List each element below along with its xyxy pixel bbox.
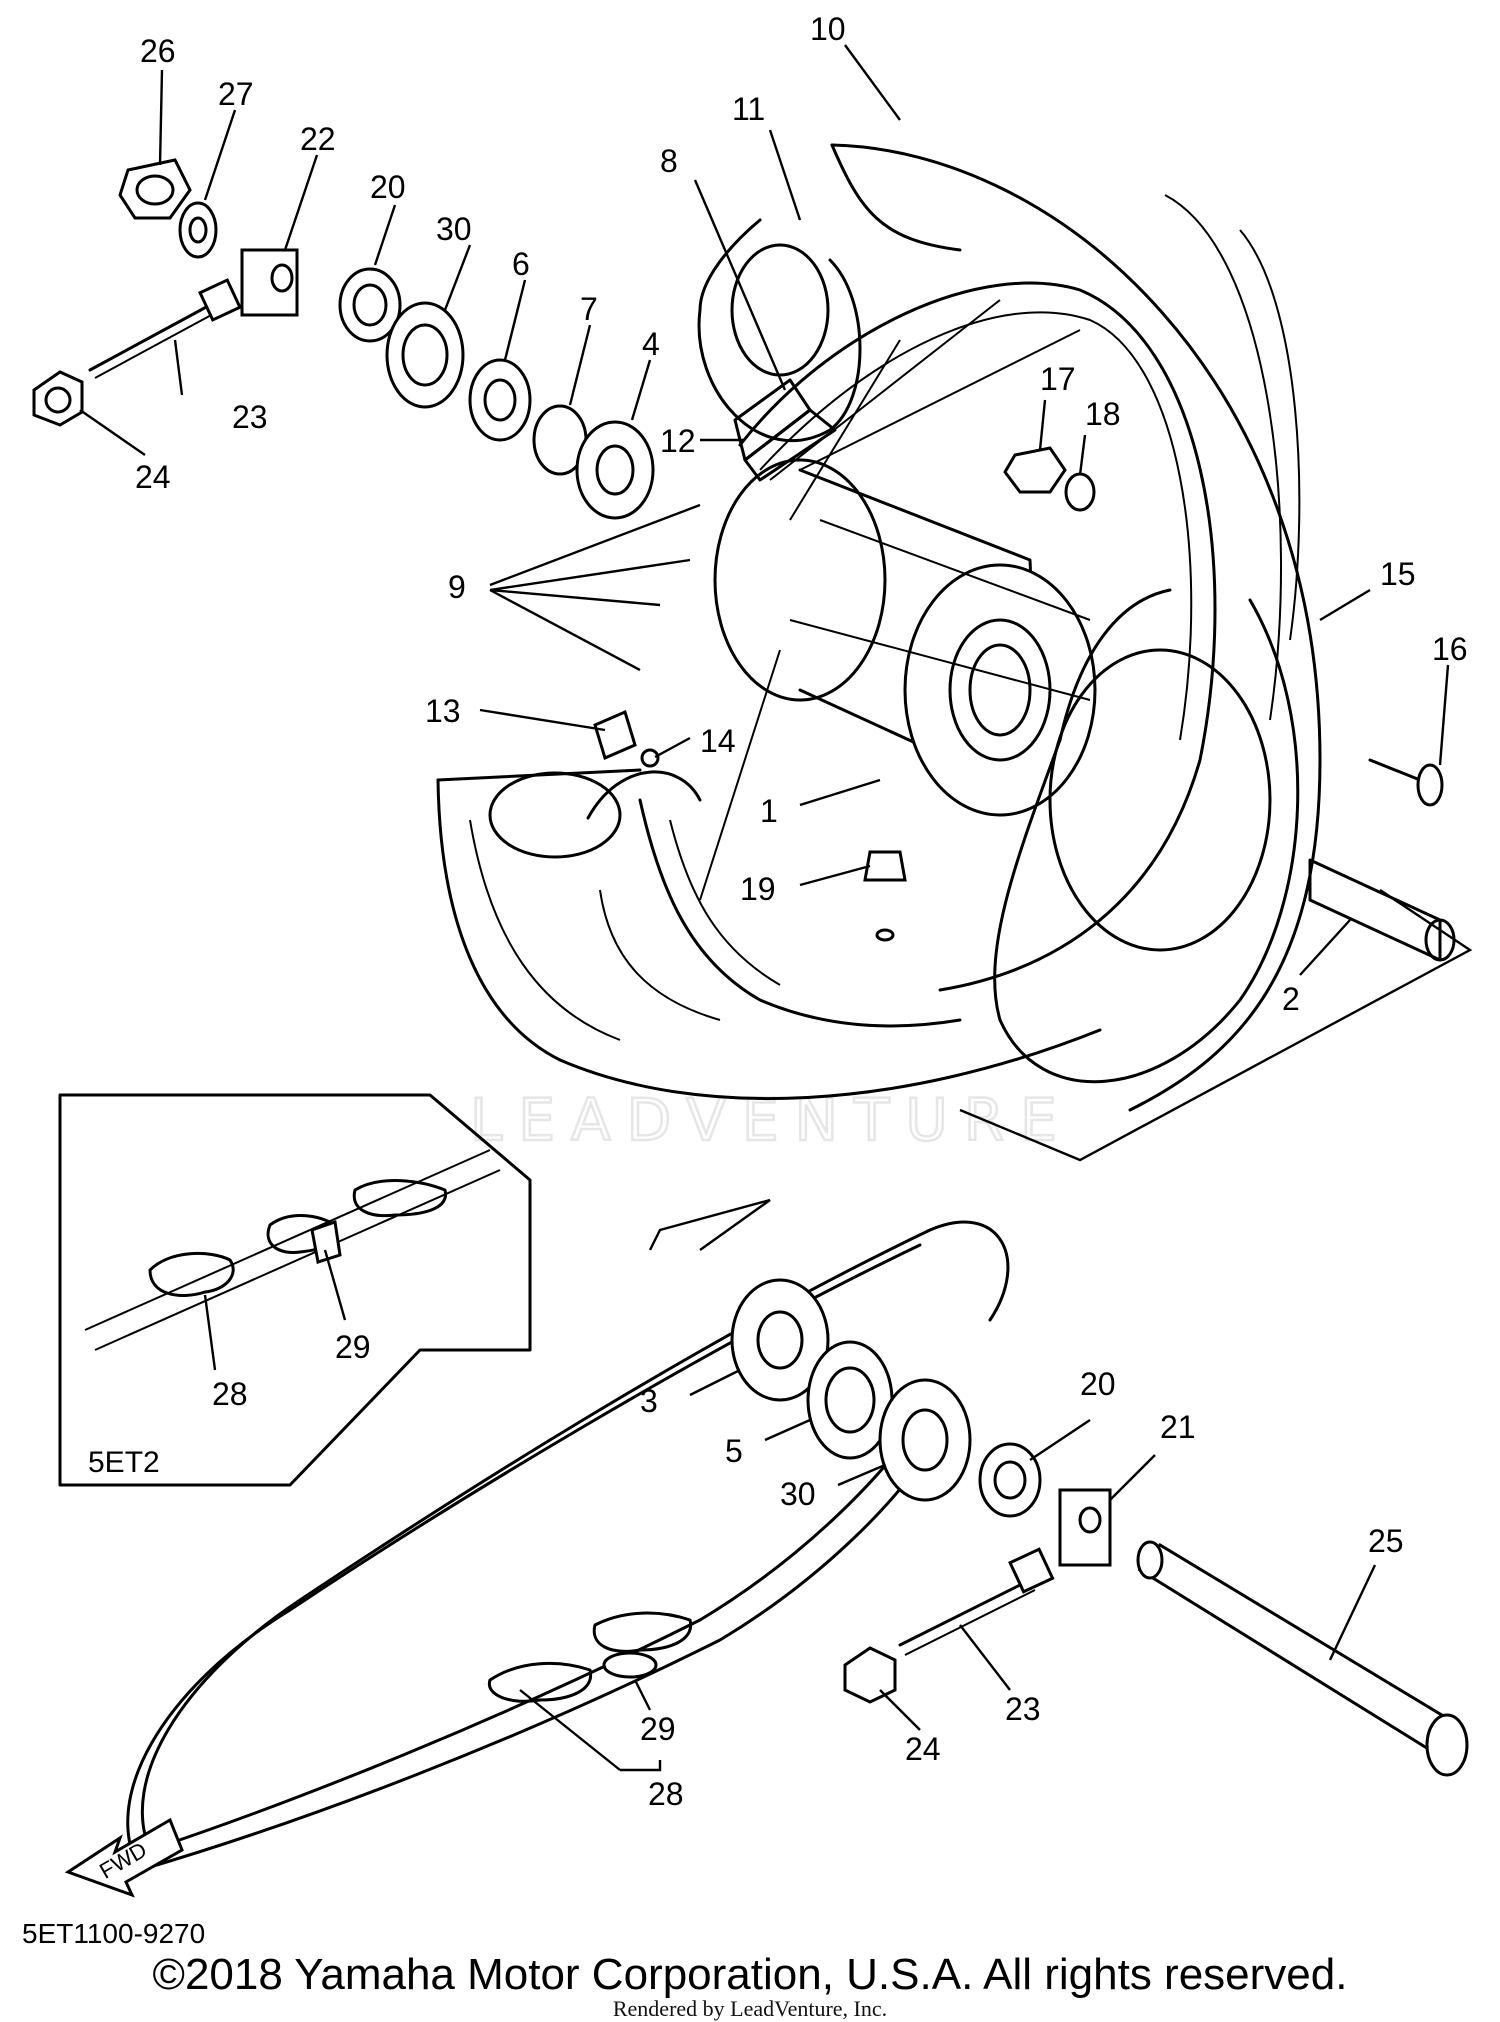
callout-6: 6 [512,246,530,282]
callout-16: 16 [1432,631,1468,667]
callout-20-left: 20 [370,169,406,205]
callout-29-inset: 29 [335,1329,371,1365]
callout-30-right: 30 [780,1476,816,1512]
callout-29-right: 29 [640,1711,676,1747]
sprocket-nut [1003,446,1096,512]
callout-26: 26 [140,33,176,69]
callout-28-inset: 28 [212,1376,248,1412]
hub [699,299,1097,901]
callout-30-left: 30 [436,211,472,247]
callout-23-right: 23 [1005,1691,1041,1727]
callout-3: 3 [640,1383,658,1419]
callout-13: 13 [425,693,461,729]
callout-9: 9 [448,569,466,605]
fwd-arrow: FWD [64,1817,184,1898]
callout-24-left: 24 [135,459,171,495]
callout-2: 2 [1282,981,1300,1017]
drive-chain [126,1198,1010,1872]
callout-27: 27 [218,76,254,112]
callout-28-right: 28 [648,1776,684,1812]
tube [488,218,862,859]
callout-labels: 26 27 22 20 30 6 7 4 23 24 10 11 8 12 9 … [135,11,1468,1812]
rim-lock [593,709,660,768]
callout-4: 4 [642,326,660,362]
callout-22: 22 [300,121,336,157]
callout-24-right: 24 [905,1731,941,1767]
leader-lines [79,44,1450,1772]
callout-1: 1 [760,793,778,829]
callout-20-right: 20 [1080,1366,1116,1402]
left-axle-hardware [32,158,655,520]
callout-18: 18 [1085,396,1121,432]
watermark: LEADVENTURE [470,1086,1073,1154]
tire [436,143,1322,1112]
rendered-by: Rendered by LeadVenture, Inc. [612,1996,888,2021]
spacer [959,858,1473,1162]
callout-23-left: 23 [232,399,268,435]
callout-15: 15 [1380,556,1416,592]
callout-17: 17 [1040,361,1076,397]
drawing-code: 5ET1100-9270 [22,1918,206,1949]
callout-25: 25 [1368,1523,1404,1559]
callout-14: 14 [700,723,736,759]
inset-5et2: 5ET2 [58,1093,532,1487]
sprocket [993,588,1300,1084]
callout-7: 7 [580,291,598,327]
callout-8: 8 [660,143,678,179]
callout-11: 11 [732,91,765,127]
callout-19: 19 [740,871,776,907]
inset-label: 5ET2 [88,1446,160,1479]
callout-21: 21 [1160,1409,1196,1445]
sprocket-bolt [1368,758,1444,807]
callout-5: 5 [725,1433,743,1469]
copyright-notice: ©2018 Yamaha Motor Corporation, U.S.A. A… [152,1950,1348,1999]
callout-12: 12 [660,423,696,459]
valve-cap [863,850,907,942]
callout-10: 10 [810,11,846,47]
right-axle-hardware [730,1278,1469,1777]
